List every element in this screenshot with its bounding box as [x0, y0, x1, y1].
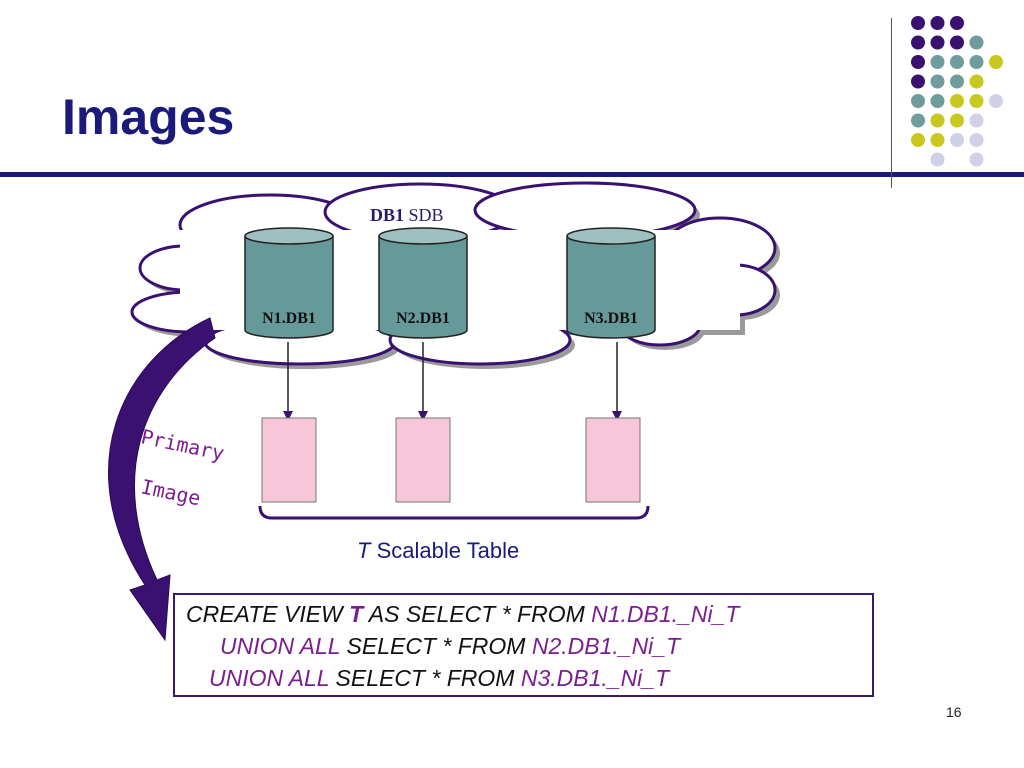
decorative-dot-grid	[911, 16, 1003, 167]
decorative-dot	[930, 74, 945, 89]
primary-image-curved-arrow	[108, 317, 216, 642]
decorative-dot	[950, 113, 964, 128]
decorative-dot	[950, 35, 964, 50]
database-label: N2.DB1	[396, 310, 450, 327]
table-label-normal: Scalable Table	[370, 538, 519, 563]
sql-line-2: UNION ALL SELECT * FROM N2.DB1._Ni_T	[220, 629, 680, 663]
decorative-dot	[950, 16, 964, 30]
scalable-table-bracket	[258, 505, 650, 520]
decorative-dot	[930, 35, 945, 50]
decorative-dot	[969, 94, 984, 108]
sql-line-1: CREATE VIEW T AS SELECT * FROM N1.DB1._N…	[186, 597, 739, 631]
page-number: 16	[946, 704, 962, 720]
sql-create-view: CREATE VIEW	[186, 601, 350, 627]
decorative-dot	[911, 16, 925, 30]
slide-title: Images	[62, 89, 235, 145]
decorative-dot	[930, 152, 945, 167]
decorative-dot	[930, 55, 945, 69]
decorative-dot	[989, 94, 1003, 108]
decorative-dot	[930, 113, 945, 128]
decorative-dot	[930, 133, 945, 147]
database-cylinder-n1: N1.DB1	[244, 227, 334, 339]
sql-source-table: N2.DB1._Ni_T	[531, 633, 681, 659]
sdb-cloud-label: DB1 SDB	[370, 205, 444, 225]
create-view-sql-box: CREATE VIEW T AS SELECT * FROM N1.DB1._N…	[173, 593, 874, 697]
decorative-dot	[969, 152, 984, 167]
decorative-dot	[911, 113, 925, 128]
decorative-dot	[950, 133, 964, 147]
table-label-italic: T	[357, 538, 372, 563]
partition-table-n3	[585, 417, 641, 503]
corner-divider-line	[891, 18, 892, 188]
decorative-dot	[911, 74, 925, 89]
decorative-dot	[969, 35, 984, 50]
decorative-dot	[950, 55, 964, 69]
decorative-dot	[911, 94, 925, 108]
database-cylinder-n3: N3.DB1	[566, 227, 656, 339]
decorative-dot	[989, 55, 1003, 69]
title-underline	[0, 172, 1024, 177]
sql-union-all: UNION ALL	[220, 633, 341, 659]
sql-select-from: SELECT * FROM	[340, 633, 532, 659]
database-cylinder-n2: N2.DB1	[378, 227, 468, 339]
sql-select-from: AS SELECT * FROM	[363, 601, 592, 627]
primary-label-line2: Image	[139, 474, 203, 510]
sdb-label-normal: SDB	[404, 205, 444, 225]
partition-table-n1	[261, 417, 317, 503]
decorative-dot	[950, 74, 964, 89]
decorative-dot	[969, 113, 984, 128]
primary-label-line1: Primary	[139, 424, 226, 465]
sql-union-all: UNION ALL	[209, 665, 330, 691]
sql-view-name: T	[349, 601, 364, 627]
decorative-dot	[911, 35, 925, 50]
decorative-dot	[969, 133, 984, 147]
decorative-dot	[930, 94, 945, 108]
sql-select-from: SELECT * FROM	[329, 665, 521, 691]
partition-table-n2	[395, 417, 451, 503]
decorative-dot	[950, 94, 964, 108]
decorative-dot	[969, 74, 984, 89]
decorative-dot	[911, 55, 925, 69]
decorative-dot	[969, 55, 984, 69]
sql-source-table: N3.DB1._Ni_T	[520, 665, 670, 691]
decorative-dot	[930, 16, 945, 30]
decorative-dot	[911, 133, 925, 147]
database-label: N3.DB1	[584, 310, 638, 327]
database-label: N1.DB1	[262, 310, 316, 327]
sql-source-table: N1.DB1._Ni_T	[591, 601, 740, 627]
scalable-table-label: T Scalable Table	[357, 538, 519, 563]
sdb-label-bold: DB1	[370, 205, 404, 225]
sql-line-3: UNION ALL SELECT * FROM N3.DB1._Ni_T	[209, 661, 669, 695]
